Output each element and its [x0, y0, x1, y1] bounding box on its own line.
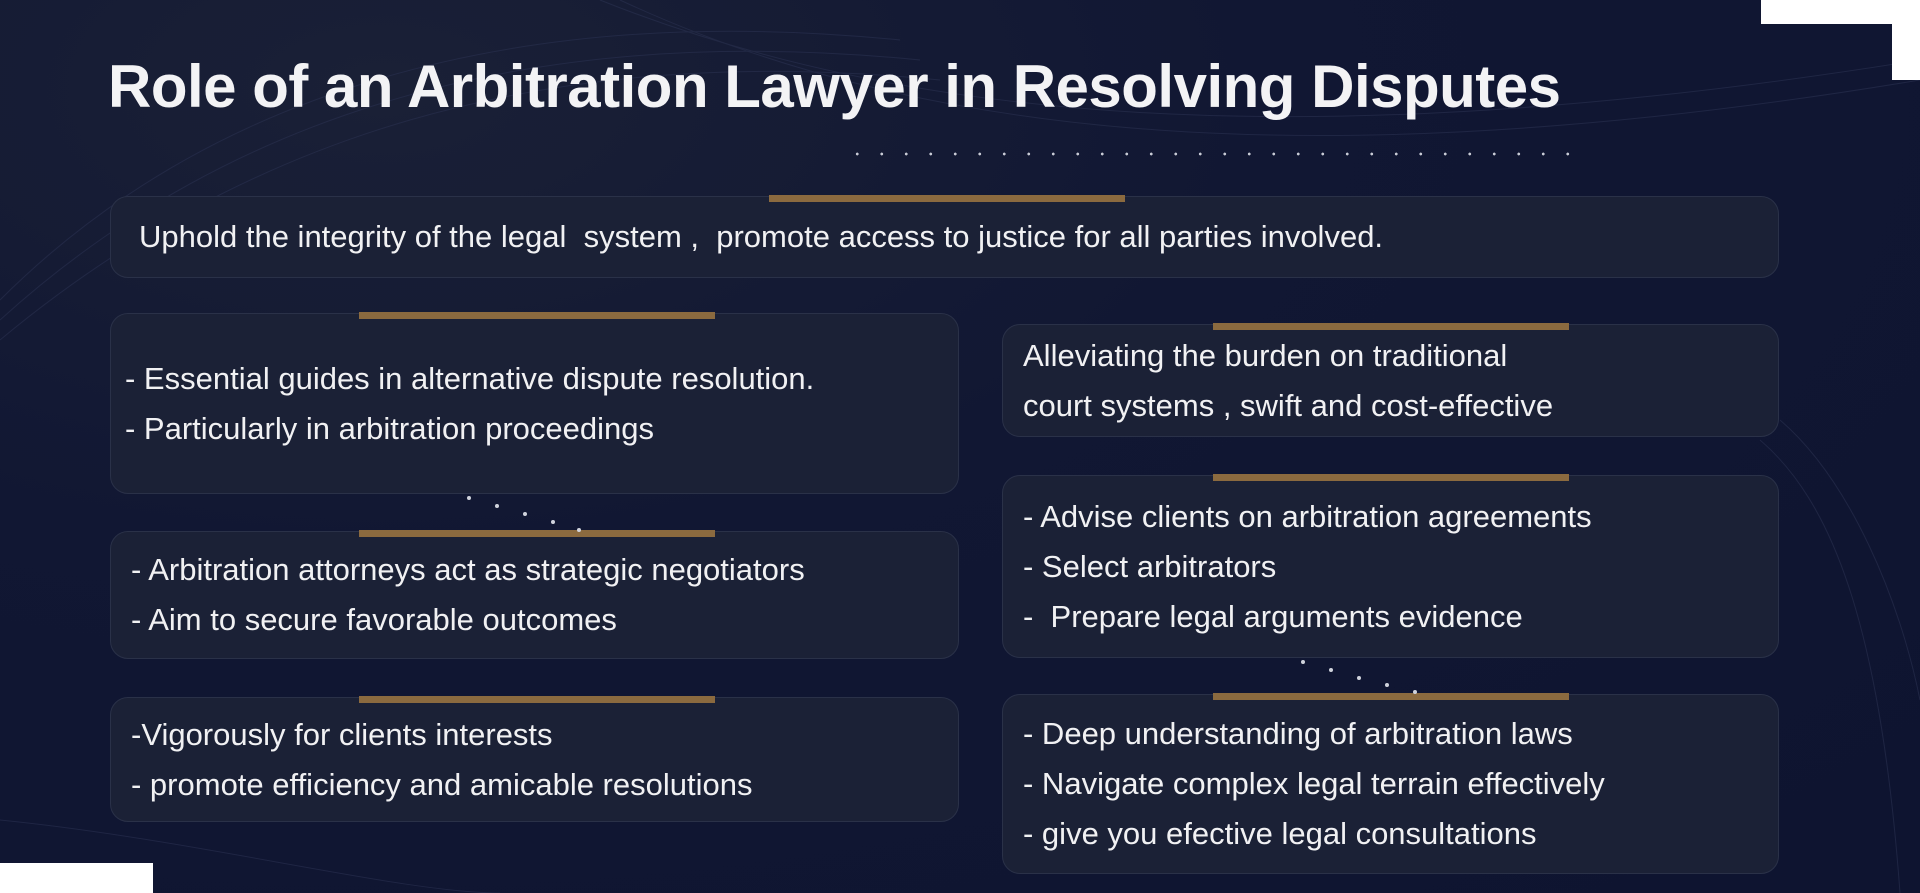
accent-bar [1213, 693, 1569, 700]
right-card-3: - Deep understanding of arbitration laws… [1002, 693, 1779, 874]
accent-bar [359, 696, 715, 703]
card-line: - Prepare legal arguments evidence [1023, 598, 1523, 634]
card-line: - Essential guides in alternative disput… [125, 360, 815, 396]
top-card: Uphold the integrity of the legal system… [110, 195, 1779, 278]
card-line: - Deep understanding of arbitration laws [1023, 716, 1573, 751]
accent-bar [1213, 474, 1569, 481]
card-line: - Select arbitrators [1023, 548, 1277, 584]
right-card-2: - Advise clients on arbitration agreemen… [1002, 474, 1779, 658]
card-line: - Aim to secure favorable outcomes [131, 602, 617, 637]
card-line: - promote efficiency and amicable resolu… [131, 766, 753, 802]
card-line: - Navigate complex legal terrain effecti… [1023, 766, 1605, 801]
right-card-1: Alleviating the burden on traditional co… [1002, 323, 1779, 437]
card-line: - Arbitration attorneys act as strategic… [131, 552, 805, 587]
page-title: Role of an Arbitration Lawyer in Resolvi… [108, 53, 1561, 120]
card-line: -Vigorously for clients interests [131, 716, 553, 752]
card-line: Alleviating the burden on traditional [1023, 337, 1508, 373]
card-line: - Advise clients on arbitration agreemen… [1023, 498, 1592, 534]
corner-block-bottom-left [0, 863, 153, 893]
accent-bar [769, 195, 1125, 202]
card-line: - Particularly in arbitration proceeding… [125, 410, 654, 446]
left-card-2: - Arbitration attorneys act as strategic… [110, 530, 959, 659]
card-text: Uphold the integrity of the legal system… [139, 219, 1384, 254]
card-line: - give you efective legal consultations [1023, 816, 1537, 851]
left-card-1: - Essential guides in alternative disput… [110, 312, 959, 494]
corner-strip-right [1892, 0, 1920, 80]
dotted-divider [845, 152, 1580, 156]
card-line: court systems , swift and cost-effective [1023, 387, 1554, 423]
accent-bar [1213, 323, 1569, 330]
accent-bar [359, 312, 715, 319]
left-card-3: -Vigorously for clients interests - prom… [110, 696, 959, 822]
accent-bar [359, 530, 715, 537]
